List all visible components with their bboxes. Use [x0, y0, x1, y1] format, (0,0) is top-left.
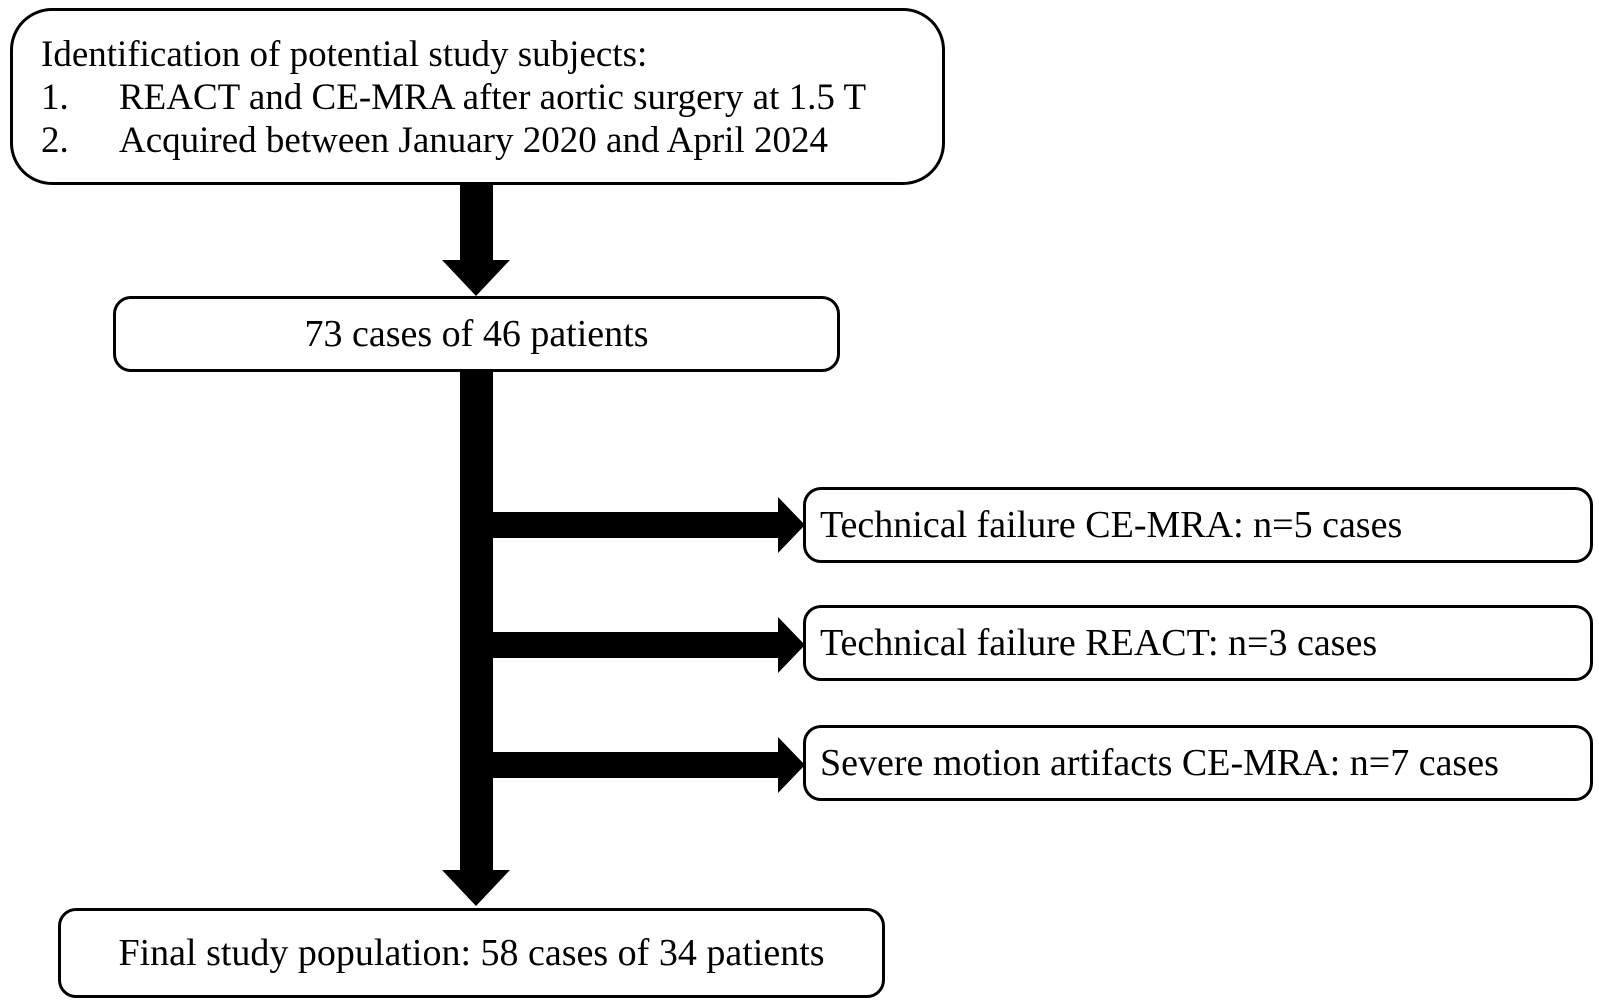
final-population-text: Final study population: 58 cases of 34 p… — [118, 932, 825, 974]
item-1-number: 1. — [41, 77, 69, 118]
exclusion-box-technical-failure-react: Technical failure REACT: n=3 cases — [803, 605, 1593, 681]
item-1-text: REACT and CE-MRA after aortic surgery at… — [119, 77, 867, 118]
main-down-arrow-shaft — [460, 370, 493, 873]
branch-arrow-shaft-3 — [476, 752, 778, 778]
branch-arrow-shaft-1 — [476, 512, 778, 538]
item-2-number: 2. — [41, 120, 69, 161]
identification-box: Identification of potential study subjec… — [10, 8, 945, 185]
main-down-arrowhead-icon — [442, 870, 510, 906]
identification-item-2: 2. Acquired between January 2020 and Apr… — [41, 119, 922, 162]
branch-arrowhead-icon-2 — [778, 617, 805, 673]
exclusion-2-text: Technical failure REACT: n=3 cases — [820, 622, 1378, 664]
down-arrowhead-icon-1 — [442, 260, 510, 296]
branch-arrowhead-icon-1 — [778, 497, 805, 553]
exclusion-box-technical-failure-ce-mra: Technical failure CE-MRA: n=5 cases — [803, 487, 1593, 563]
cases-box: 73 cases of 46 patients — [113, 296, 840, 372]
exclusion-1-text: Technical failure CE-MRA: n=5 cases — [820, 504, 1403, 546]
item-2-text: Acquired between January 2020 and April … — [119, 120, 828, 161]
exclusion-box-motion-artifacts: Severe motion artifacts CE-MRA: n=7 case… — [803, 725, 1593, 801]
branch-arrow-shaft-2 — [476, 632, 778, 658]
identification-title: Identification of potential study subjec… — [41, 34, 648, 75]
cases-box-text: 73 cases of 46 patients — [304, 313, 649, 355]
final-population-box: Final study population: 58 cases of 34 p… — [58, 908, 885, 998]
exclusion-3-text: Severe motion artifacts CE-MRA: n=7 case… — [820, 742, 1499, 784]
branch-arrowhead-icon-3 — [778, 737, 805, 793]
down-arrow-shaft-1 — [460, 183, 493, 261]
identification-item-1: 1. REACT and CE-MRA after aortic surgery… — [41, 76, 922, 119]
